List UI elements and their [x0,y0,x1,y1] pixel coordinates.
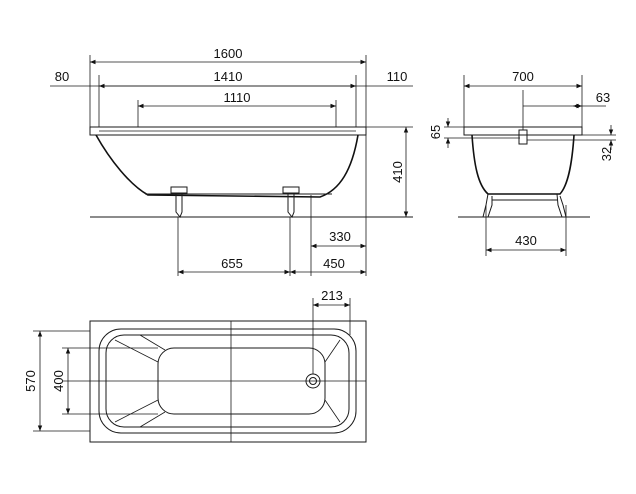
dim-inner-width: 400 [51,370,66,392]
dim-height: 410 [390,161,405,183]
dim-drain-position: 213 [321,288,343,303]
top-outer-rim [89,320,367,443]
dim-end-width: 700 [512,69,534,84]
top-view: 213 570 400 [23,288,367,443]
dim-drain-offset: 63 [596,90,610,105]
dim-bottom-length: 1110 [224,90,251,105]
dim-total-length: 1600 [214,46,243,61]
dim-left-rim: 80 [55,69,69,84]
end-bowl [471,134,575,195]
side-view: 1600 80 1410 110 1110 410 330 655 450 [50,46,413,276]
dim-foot-to-end: 450 [323,256,345,271]
dim-foot-offset: 330 [329,229,351,244]
end-view: 700 63 65 32 430 [428,69,616,256]
dim-inner-top-length: 1410 [214,69,243,84]
dim-right-rim: 110 [387,69,408,84]
dim-outer-width: 570 [23,370,38,392]
tub-body-outline [95,134,359,198]
dim-drain-height: 32 [599,147,614,161]
dim-foot-span: 655 [221,256,243,271]
overflow-icon [518,129,528,145]
tub-foot-right [282,186,300,218]
dim-rim-height: 65 [428,125,443,139]
end-leg-left [482,193,493,218]
dim-foot-width: 430 [515,233,537,248]
tub-foot-left [170,186,188,218]
